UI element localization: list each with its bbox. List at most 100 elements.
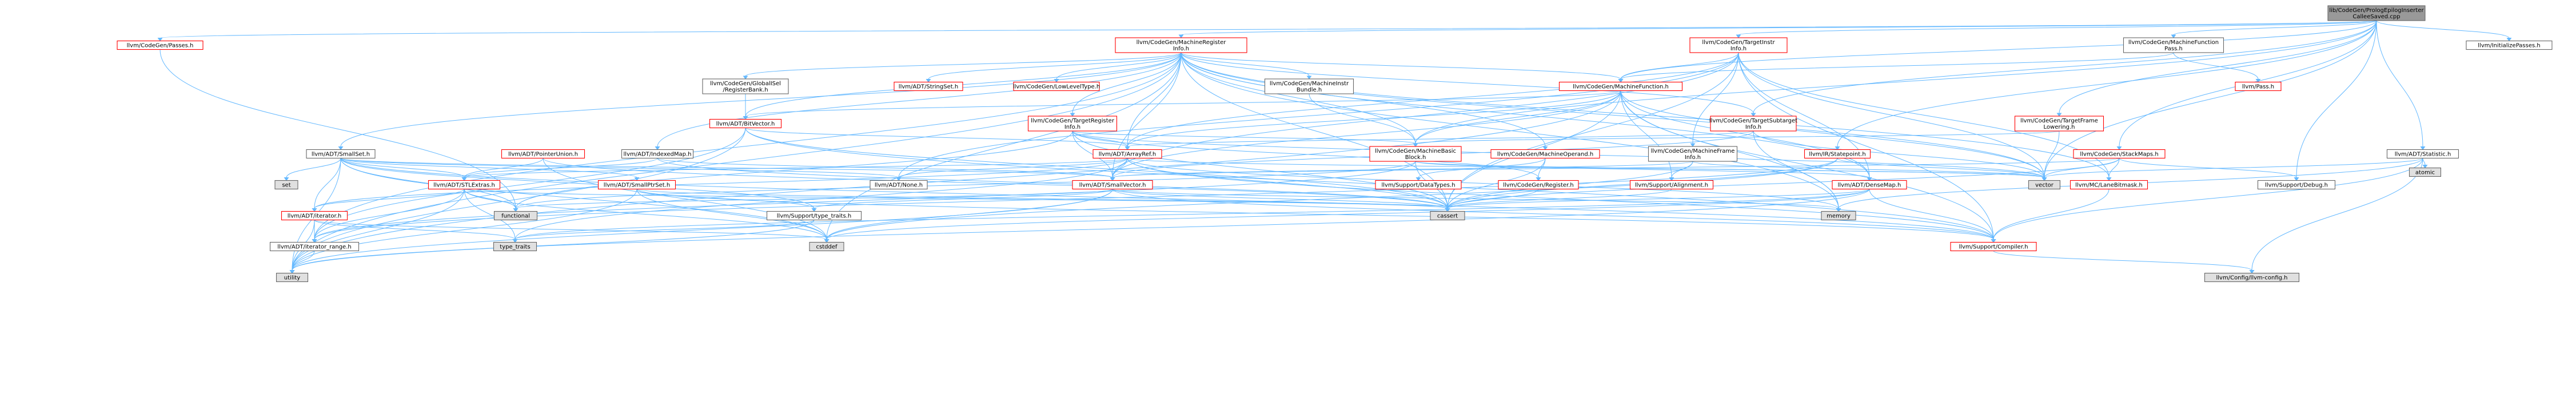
node-box[interactable]	[1558, 81, 1683, 92]
node-box[interactable]	[621, 149, 694, 159]
node-box[interactable]	[1629, 180, 1714, 190]
node-cassert[interactable]: cassert	[1430, 211, 1465, 221]
node-smallptrset[interactable]: llvm/ADT/SmallPtrSet.h	[597, 180, 676, 190]
node-pass[interactable]: llvm/Pass.h	[2235, 81, 2282, 92]
node-box[interactable]	[2408, 167, 2442, 177]
node-set[interactable]: set	[274, 180, 298, 190]
node-box[interactable]	[1027, 116, 1118, 132]
node-llvmconfig[interactable]: llvm/Config/llvm-config.h	[2204, 272, 2300, 283]
node-lowlevel[interactable]: llvm/CodeGen/LowLevelType.h	[1013, 81, 1100, 92]
node-box[interactable]	[493, 241, 537, 252]
node-passes[interactable]: llvm/CodeGen/Passes.h	[117, 40, 204, 50]
node-arrayref[interactable]: llvm/ADT/ArrayRef.h	[1092, 149, 1162, 159]
node-box[interactable]	[1689, 37, 1788, 53]
node-box[interactable]	[1264, 78, 1354, 94]
node-box[interactable]	[766, 211, 862, 221]
node-none[interactable]: llvm/ADT/None.h	[870, 180, 928, 190]
node-box[interactable]	[2235, 81, 2282, 92]
node-box[interactable]	[1375, 180, 1462, 190]
node-box[interactable]	[597, 180, 676, 190]
node-smallvector[interactable]: llvm/ADT/SmallVector.h	[1072, 180, 1153, 190]
node-typetraitsh[interactable]: llvm/Support/type_traits.h	[766, 211, 862, 221]
node-box[interactable]	[2123, 37, 2224, 53]
node-indexedmap[interactable]: llvm/ADT/IndexedMap.h	[621, 149, 694, 159]
node-memory[interactable]: memory	[1821, 211, 1856, 221]
node-iterrange[interactable]: llvm/ADT/iterator_range.h	[269, 241, 360, 252]
node-mo[interactable]: llvm/CodeGen/MachineOperand.h	[1490, 149, 1600, 159]
node-box[interactable]	[1369, 146, 1462, 162]
node-box[interactable]	[2014, 116, 2104, 132]
node-box[interactable]	[269, 241, 360, 252]
node-box[interactable]	[2073, 149, 2166, 159]
node-smallset[interactable]: llvm/ADT/SmallSet.h	[306, 149, 376, 159]
node-functional[interactable]: functional	[493, 211, 538, 221]
node-box[interactable]	[281, 211, 348, 221]
node-box[interactable]	[1804, 149, 1871, 159]
node-typetraits[interactable]: type_traits	[493, 241, 537, 252]
node-vector[interactable]: vector	[2028, 180, 2061, 190]
node-statepoint[interactable]: llvm/IR/Statepoint.h	[1804, 149, 1871, 159]
node-box[interactable]	[870, 180, 928, 190]
node-utility[interactable]: utility	[276, 272, 309, 283]
node-box[interactable]	[1498, 180, 1579, 190]
node-stlextras[interactable]: llvm/ADT/STLExtras.h	[428, 180, 501, 190]
node-box[interactable]	[1832, 180, 1907, 190]
node-box[interactable]	[274, 180, 298, 190]
node-box[interactable]	[2257, 180, 2336, 190]
node-box[interactable]	[894, 81, 963, 92]
node-compiler[interactable]: llvm/Support/Compiler.h	[1950, 241, 2037, 252]
node-box[interactable]	[1430, 211, 1465, 221]
node-box[interactable]	[2204, 272, 2300, 283]
node-ptrunion[interactable]: llvm/ADT/PointerUnion.h	[501, 149, 585, 159]
node-box[interactable]	[1072, 180, 1153, 190]
node-box[interactable]	[428, 180, 501, 190]
node-cstddef[interactable]: cstddef	[809, 241, 844, 252]
node-box[interactable]	[2028, 180, 2061, 190]
node-initpasses[interactable]: llvm/InitializePasses.h	[2466, 40, 2553, 50]
node-box[interactable]	[117, 40, 204, 50]
node-datatypes[interactable]: llvm/Support/DataTypes.h	[1375, 180, 1462, 190]
node-box[interactable]	[1821, 211, 1856, 221]
node-statistic[interactable]: llvm/ADT/Statistic.h	[2386, 149, 2459, 159]
node-bitvector[interactable]: llvm/ADT/BitVector.h	[709, 118, 782, 129]
node-box[interactable]	[702, 78, 789, 94]
node-box[interactable]	[1092, 149, 1162, 159]
node-box[interactable]	[276, 272, 309, 283]
node-box[interactable]	[1115, 37, 1247, 53]
node-root[interactable]: lib/CodeGen/PrologEpilogInserterCalleeSa…	[2327, 5, 2426, 21]
node-register[interactable]: llvm/CodeGen/Register.h	[1498, 180, 1579, 190]
node-debug[interactable]: llvm/Support/Debug.h	[2257, 180, 2336, 190]
node-box[interactable]	[2386, 149, 2459, 159]
node-atomic[interactable]: atomic	[2408, 167, 2442, 177]
node-box[interactable]	[1950, 241, 2037, 252]
node-densemap[interactable]: llvm/ADT/DenseMap.h	[1832, 180, 1907, 190]
node-lanebitmask[interactable]: llvm/MC/LaneBitmask.h	[2069, 180, 2148, 190]
node-box[interactable]	[1710, 116, 1797, 132]
node-alignment[interactable]: llvm/Support/Alignment.h	[1629, 180, 1714, 190]
node-stackmaps[interactable]: llvm/CodeGen/StackMaps.h	[2073, 149, 2166, 159]
node-iterator[interactable]: llvm/ADT/iterator.h	[281, 211, 348, 221]
node-box[interactable]	[306, 149, 376, 159]
node-box[interactable]	[1648, 146, 1738, 162]
node-gisel[interactable]: llvm/CodeGen/GlobalISel/RegisterBank.h	[702, 78, 789, 94]
node-box[interactable]	[1490, 149, 1600, 159]
node-box[interactable]	[2327, 5, 2426, 21]
node-box[interactable]	[493, 211, 538, 221]
node-box[interactable]	[501, 149, 585, 159]
node-stringset[interactable]: llvm/ADT/StringSet.h	[894, 81, 963, 92]
node-box[interactable]	[809, 241, 844, 252]
node-box[interactable]	[709, 118, 782, 129]
node-box[interactable]	[1013, 81, 1100, 92]
node-box[interactable]	[2466, 40, 2553, 50]
node-mf[interactable]: llvm/CodeGen/MachineFunction.h	[1558, 81, 1683, 92]
node-box[interactable]	[2069, 180, 2148, 190]
